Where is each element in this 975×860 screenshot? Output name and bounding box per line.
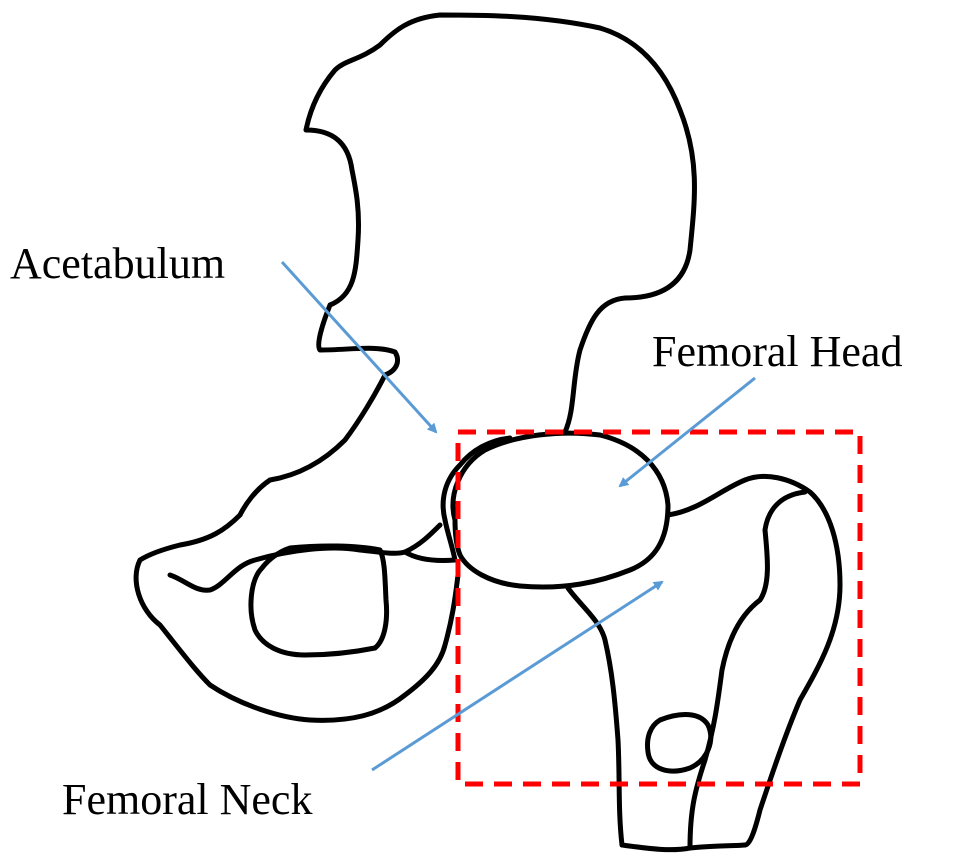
femoral-neck-label: Femoral Neck bbox=[62, 775, 312, 824]
acetabulum-inner bbox=[405, 520, 455, 561]
femoral-head-outline bbox=[453, 433, 668, 587]
trochanter-inner bbox=[690, 492, 805, 848]
acetabulum-arrow bbox=[282, 262, 436, 432]
obturator-foramen bbox=[251, 546, 387, 655]
lesser-trochanter bbox=[648, 715, 711, 772]
acetabulum-label: Acetabulum bbox=[10, 239, 225, 288]
femoral-head-label: Femoral Head bbox=[652, 327, 902, 376]
femur-shaft-bottom bbox=[622, 845, 745, 850]
